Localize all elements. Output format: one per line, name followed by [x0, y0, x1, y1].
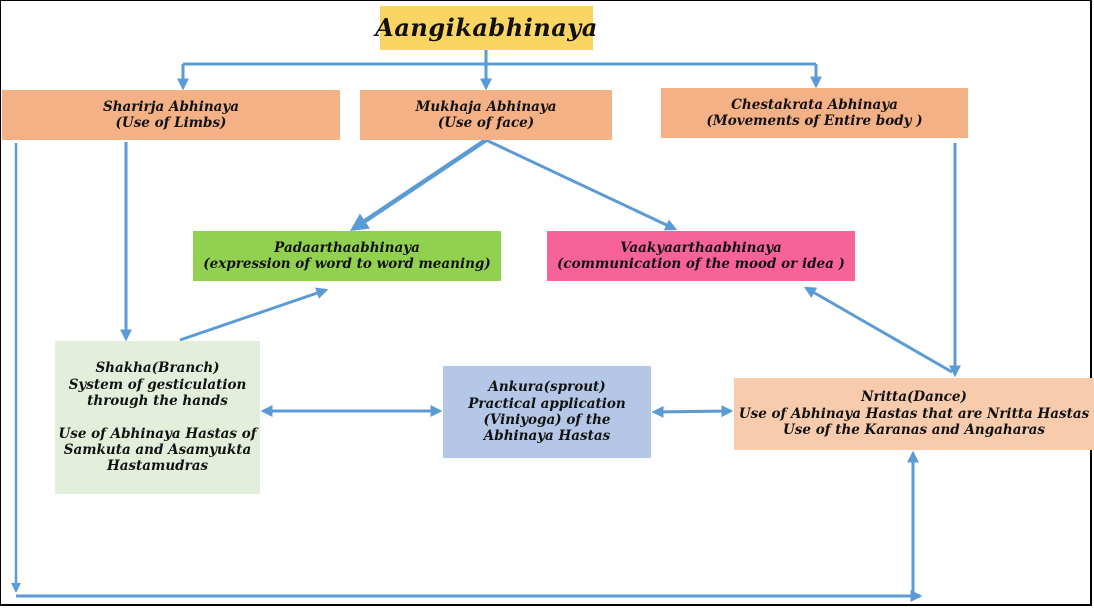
node-mukhaja-abhinaya: Mukhaja Abhinaya (Use of face) [360, 90, 612, 140]
node-sublabel: (Use of Limbs) [115, 115, 227, 131]
node-text-line: Hastamudras [106, 458, 209, 475]
edge-shakha-to-padaartha [179, 287, 329, 342]
node-label: Shakha(Branch) [95, 360, 220, 377]
title-text: Aangikabhinaya [375, 13, 598, 43]
node-vaakyaarthaabhinaya: Vaakyaarthaabhinaya (communication of th… [547, 231, 855, 281]
node-padaarthaabhinaya: Padaarthaabhinaya (expression of word to… [193, 231, 501, 281]
edge-mukhaja-to-vaakyaartha [485, 138, 678, 231]
node-sublabel: (communication of the mood or idea ) [557, 256, 845, 272]
node-sublabel: (Movements of Entire body ) [706, 113, 923, 129]
node-sublabel: (expression of word to word meaning) [203, 256, 491, 272]
node-text-line: Use of Abhinaya Hastas of [58, 425, 257, 442]
edge-ankura-nritta [651, 405, 734, 418]
node-label: Sharirja Abhinaya [102, 98, 239, 115]
node-label: Chestakrata Abhinaya [731, 96, 898, 113]
node-ankura: Ankura(sprout) Practical application (Vi… [443, 366, 651, 458]
node-label: Nritta(Dance) [861, 389, 967, 406]
edge-nritta-to-vaakyaartha [803, 286, 953, 374]
node-text-line: (Viniyoga) of the [483, 412, 611, 428]
node-sharirja-abhinaya: Sharirja Abhinaya (Use of Limbs) [2, 90, 340, 140]
node-text-line: through the hands [87, 393, 228, 410]
node-text-line: Practical application [468, 395, 626, 412]
node-label: Mukhaja Abhinaya [415, 98, 557, 115]
node-nritta: Nritta(Dance) Use of Abhinaya Hastas tha… [734, 378, 1094, 450]
node-label: Ankura(sprout) [488, 379, 606, 396]
node-sublabel: (Use of face) [437, 115, 535, 131]
edge-mukhaja-to-padaartha [350, 138, 488, 232]
node-label: Padaarthaabhinaya [274, 239, 420, 256]
node-text-line: Samkuta and Asamyukta [63, 441, 252, 458]
node-text-line: Abhinaya Hastas [483, 428, 611, 445]
node-text-line: Use of Abhinaya Hastas that are Nritta H… [738, 405, 1090, 422]
node-label: Vaakyaarthaabhinaya [620, 239, 782, 256]
node-text-line: Use of the Karanas and Angaharas [783, 422, 1045, 439]
title-node-aangikabhinaya: Aangikabhinaya [375, 6, 597, 50]
node-text-line: System of gesticulation [68, 376, 247, 393]
node-chestakrata-abhinaya: Chestakrata Abhinaya (Movements of Entir… [661, 88, 968, 138]
node-shakha: Shakha(Branch) System of gesticulation t… [55, 341, 260, 494]
